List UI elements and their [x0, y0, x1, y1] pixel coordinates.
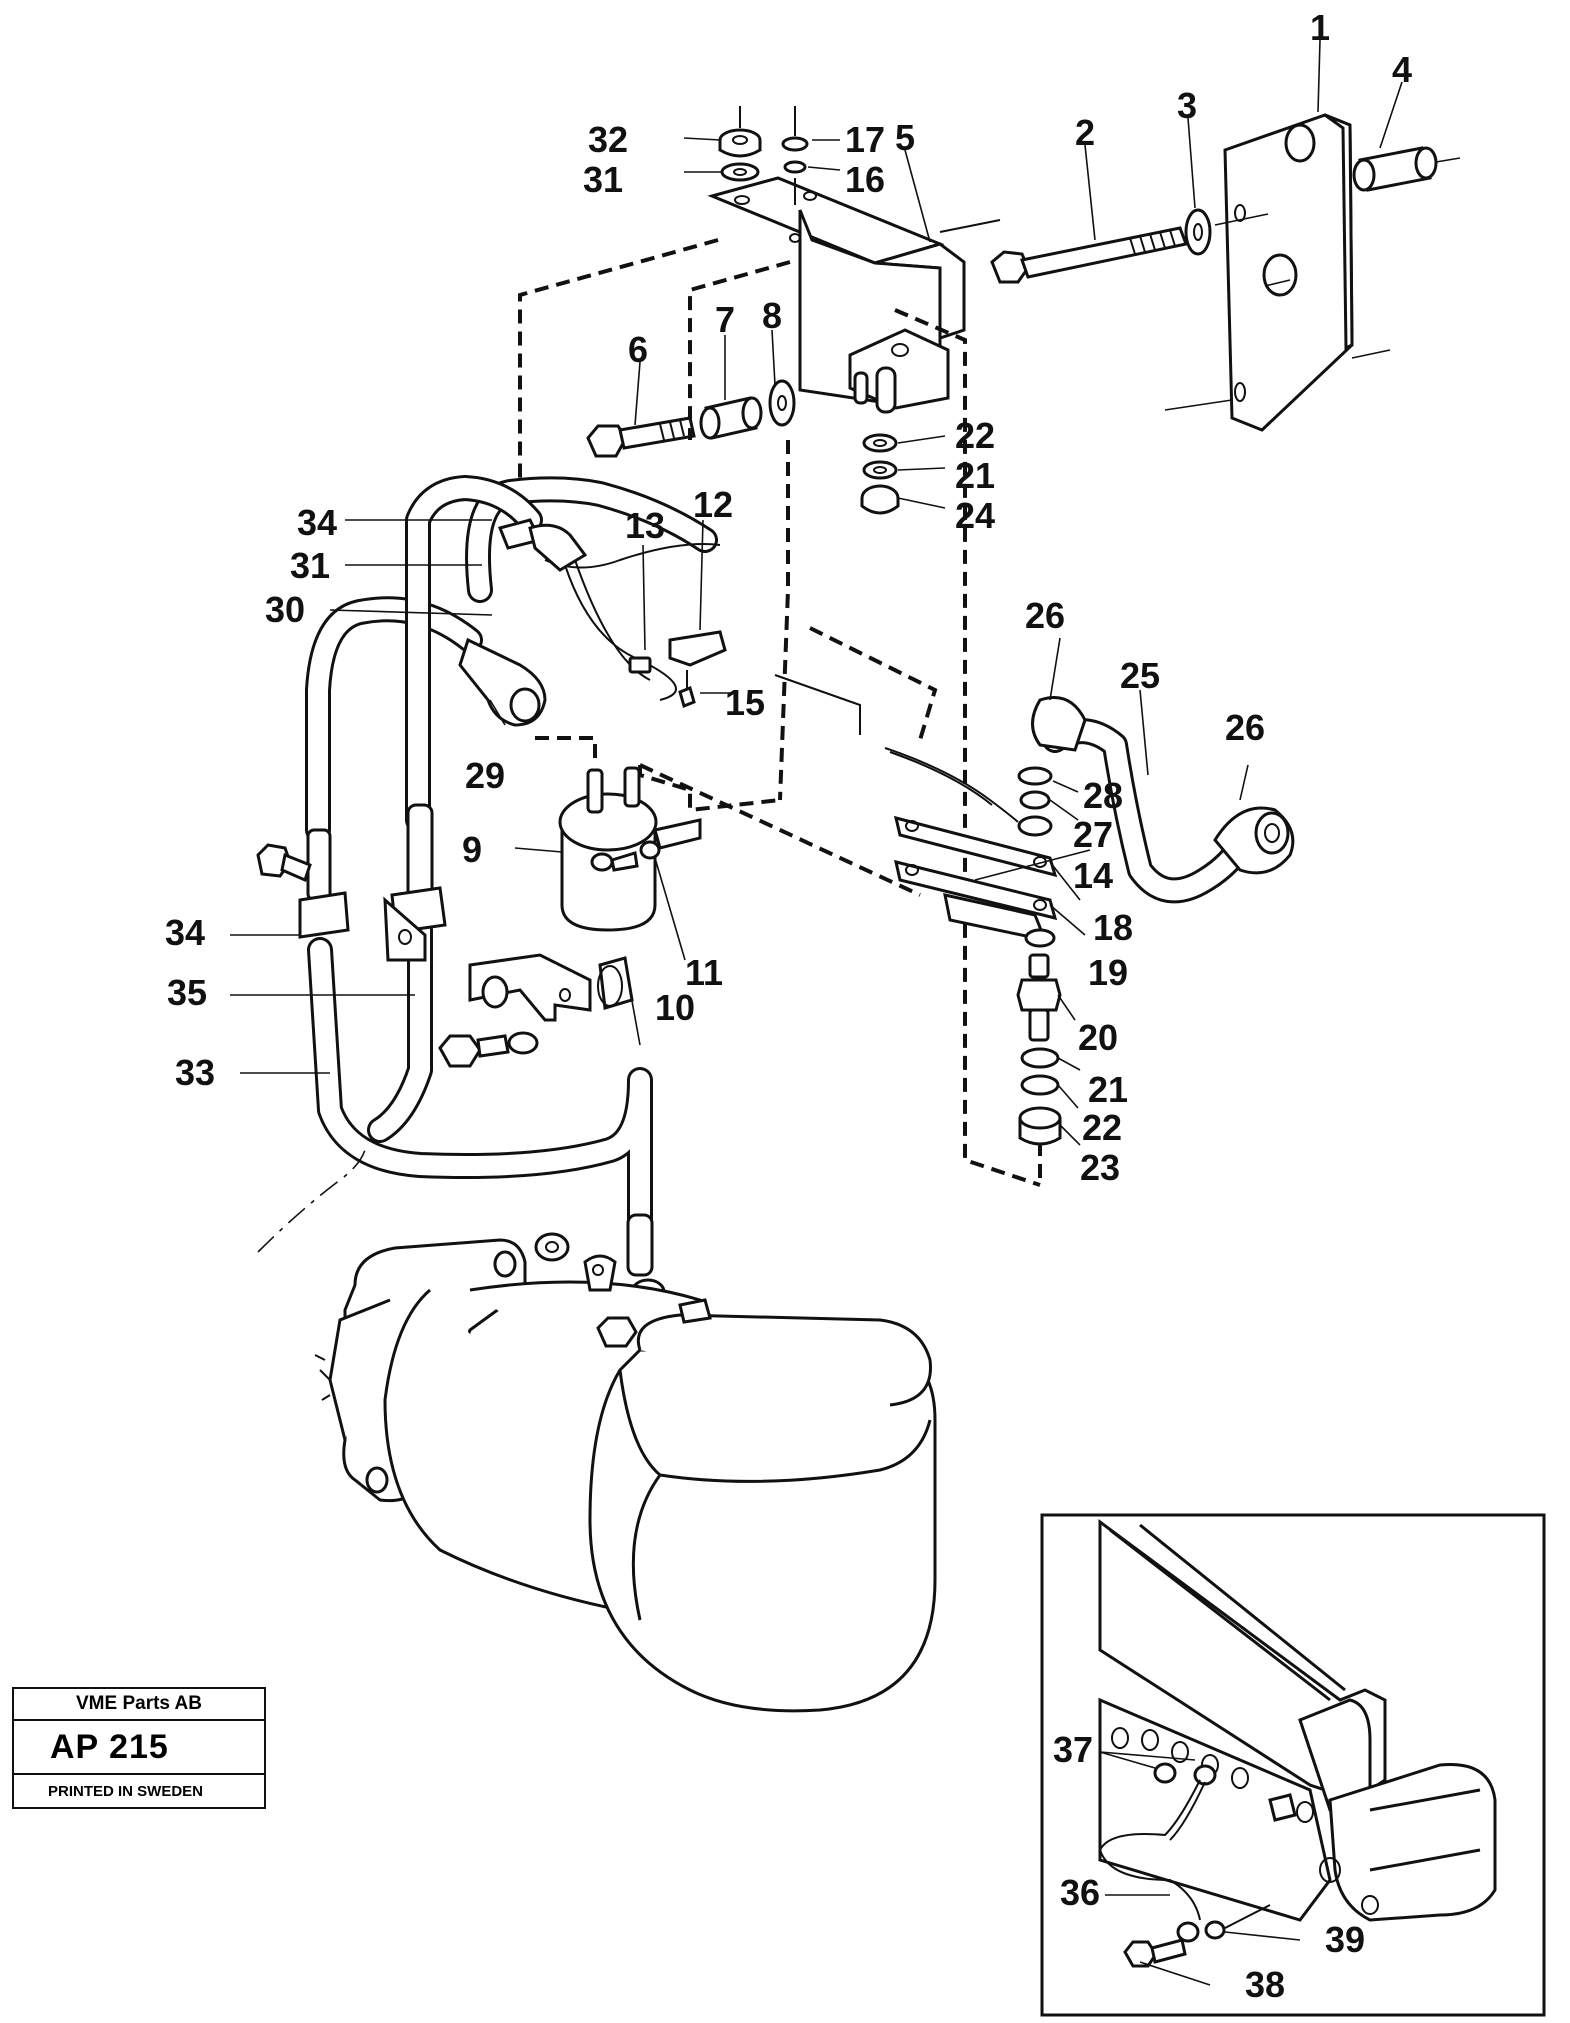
- callout-37: 37: [1053, 1729, 1093, 1770]
- callout-26a: 26: [1025, 595, 1065, 636]
- solenoid: [558, 766, 702, 932]
- callout-21b: 21: [1088, 1069, 1128, 1110]
- callout-31a: 31: [583, 159, 623, 200]
- cables: [305, 475, 1258, 1243]
- callout-5: 5: [895, 117, 915, 158]
- callout-10: 10: [655, 987, 695, 1028]
- callout-4: 4: [1392, 49, 1412, 90]
- callout-19: 19: [1088, 952, 1128, 993]
- callout-27: 27: [1073, 814, 1113, 855]
- callout-34a: 34: [297, 502, 337, 543]
- leader-lines: [230, 39, 1403, 1986]
- callout-39: 39: [1325, 1919, 1365, 1960]
- callout-30: 30: [265, 589, 305, 630]
- callout-22a: 22: [955, 415, 995, 456]
- callout-36: 36: [1060, 1872, 1100, 1913]
- callout-31b: 31: [290, 545, 330, 586]
- callout-15: 15: [725, 682, 765, 723]
- callout-8: 8: [762, 295, 782, 336]
- callout-18: 18: [1093, 907, 1133, 948]
- callout-16: 16: [845, 159, 885, 200]
- callout-25: 25: [1120, 655, 1160, 696]
- company-name: VME Parts AB: [14, 1689, 264, 1721]
- callout-28: 28: [1083, 775, 1123, 816]
- printed-note: PRINTED IN SWEDEN: [48, 1782, 204, 1800]
- callout-38: 38: [1245, 1964, 1285, 2005]
- lower-bracket: [438, 953, 634, 1068]
- callout-6: 6: [628, 329, 648, 370]
- callouts: 1 2 3 4 5 6 7 8 9 10 11 12 13 14 15 16 1…: [165, 7, 1412, 2005]
- spacer-part-4: [1352, 146, 1461, 192]
- fasteners-mid-right: [860, 433, 900, 515]
- callout-1: 1: [1310, 7, 1330, 48]
- callout-20: 20: [1078, 1017, 1118, 1058]
- callout-3: 3: [1177, 85, 1197, 126]
- callout-14: 14: [1073, 855, 1113, 896]
- callout-9: 9: [462, 829, 482, 870]
- mounting-plate: [1164, 113, 1391, 432]
- callout-11: 11: [685, 952, 723, 993]
- starter-motor: [257, 1149, 937, 1713]
- callout-23: 23: [1080, 1147, 1120, 1188]
- callout-24: 24: [955, 495, 995, 536]
- bolt-part-2: [990, 208, 1291, 287]
- drawing-code: AP 215: [14, 1721, 264, 1775]
- callout-13: 13: [625, 505, 665, 546]
- upper-bracket: [707, 176, 1001, 414]
- title-block: VME Parts AB AP 215 PRINTED IN SWEDEN: [12, 1687, 266, 1809]
- callout-32: 32: [588, 119, 628, 160]
- stud-part-20: [1016, 953, 1062, 1146]
- callout-29: 29: [465, 755, 505, 796]
- callout-34b: 34: [165, 912, 205, 953]
- callout-35: 35: [167, 972, 207, 1013]
- callout-12: 12: [693, 484, 733, 525]
- callout-21a: 21: [955, 455, 995, 496]
- callout-2: 2: [1075, 112, 1095, 153]
- callout-7: 7: [715, 299, 735, 340]
- callout-33: 33: [175, 1052, 215, 1093]
- callout-26b: 26: [1225, 707, 1265, 748]
- callout-22b: 22: [1082, 1107, 1122, 1148]
- inset-engine-detail: [1040, 1513, 1546, 2017]
- terminal-strips: [893, 766, 1091, 948]
- connectors: [628, 630, 727, 709]
- terminals: [306, 637, 1295, 1306]
- clamps: [256, 518, 588, 962]
- bolt-part-6: [586, 379, 796, 458]
- callout-17: 17: [845, 119, 885, 160]
